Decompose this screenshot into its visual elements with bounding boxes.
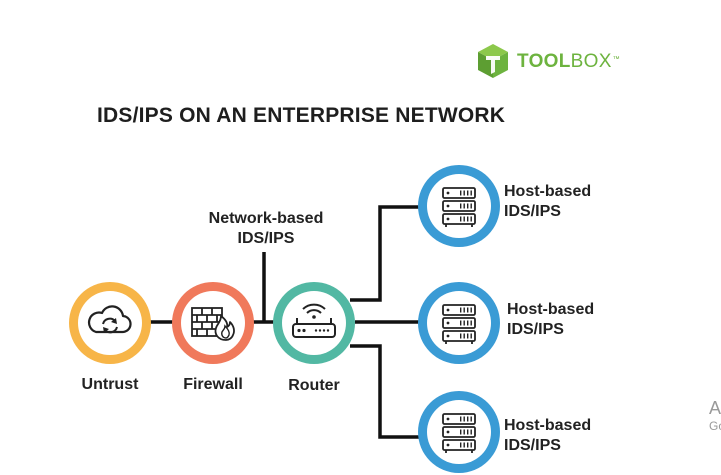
toolbox-wordmark: TOOLBOX™ [517,51,620,73]
network-ids-label: Network-based IDS/IPS [186,209,346,249]
cloud-sync-icon [69,282,151,364]
server-icon [418,391,500,473]
router-icon [273,282,355,364]
diagram-title: IDS/IPS ON AN ENTERPRISE NETWORK [97,104,506,127]
network-ids-line1: Network-based [208,210,324,227]
host-label-3-line2: IDS/IPS [504,437,561,454]
router-node [271,280,357,366]
toolbox-logo-icon [476,43,510,79]
network-ids-line2: IDS/IPS [237,230,295,247]
firewall-icon [172,282,254,364]
edge-overlay-line1: A [709,398,721,418]
brand-trademark: ™ [612,56,620,63]
edge-overlay: A Go [709,397,721,433]
firewall-label: Firewall [183,376,243,393]
link-router-host-1 [350,205,420,302]
untrust-label: Untrust [81,376,139,393]
host-label-2-line1: Host-based [507,301,595,318]
firewall-node [170,280,256,366]
brand-word-bold: TOOL [517,51,571,72]
brand-word-light: BOX [570,51,612,72]
router-label: Router [288,377,340,394]
host-node-2 [416,280,502,366]
edge-overlay-line2: Go [709,419,721,433]
host-label-2-line2: IDS/IPS [507,321,564,338]
host-node-1 [416,163,502,249]
server-icon [418,165,500,247]
host-node-3 [416,389,502,475]
host-label-3: Host-based IDS/IPS [504,416,591,456]
server-icon [418,282,500,364]
host-label-2: Host-based IDS/IPS [507,300,594,340]
host-label-1-line2: IDS/IPS [504,203,561,220]
link-router-host-3 [350,344,420,439]
host-label-1-line1: Host-based [504,183,592,200]
untrust-node [67,280,153,366]
host-label-3-line1: Host-based [504,417,592,434]
host-label-1: Host-based IDS/IPS [504,182,591,222]
